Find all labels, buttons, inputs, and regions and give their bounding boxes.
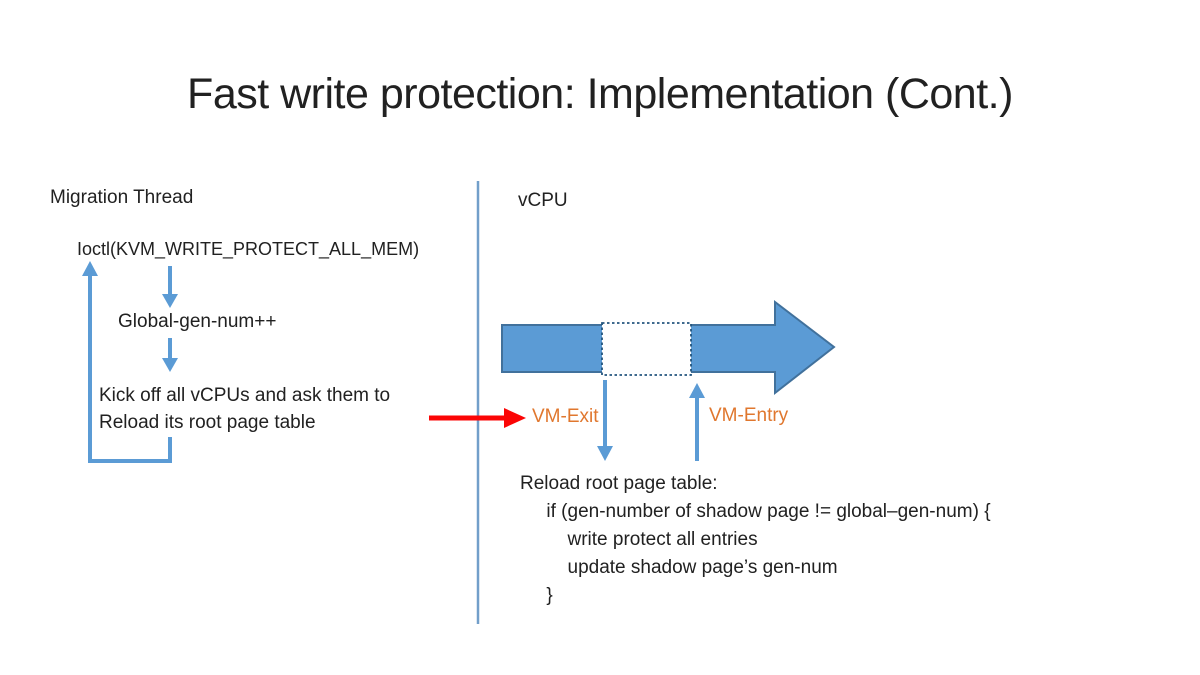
red-pointer-arrow bbox=[429, 408, 526, 428]
ioctl-step: Ioctl(KVM_WRITE_PROTECT_ALL_MEM) bbox=[77, 239, 420, 259]
slide-title: Fast write protection: Implementation (C… bbox=[187, 70, 1013, 118]
down-arrow-1 bbox=[162, 266, 178, 308]
migration-thread-heading: Migration Thread bbox=[50, 187, 194, 208]
reload-code-block: Reload root page table: if (gen-number o… bbox=[520, 470, 991, 610]
code-line: update shadow page’s gen-num bbox=[520, 557, 838, 578]
code-line: write protect all entries bbox=[520, 529, 758, 550]
kick-off-step: Kick off all vCPUs and ask them to Reloa… bbox=[99, 385, 391, 433]
vm-exit-label: VM-Exit bbox=[532, 406, 599, 427]
vm-exit-window-box bbox=[601, 322, 692, 376]
down-arrow-2 bbox=[162, 338, 178, 372]
global-gen-num-step: Global-gen-num++ bbox=[118, 311, 277, 332]
code-line: if (gen-number of shadow page != global–… bbox=[520, 501, 991, 522]
vm-exit-arrow bbox=[597, 380, 613, 461]
vcpu-timeline-arrow bbox=[501, 299, 836, 396]
code-line: } bbox=[520, 585, 553, 606]
vm-entry-label: VM-Entry bbox=[709, 405, 789, 426]
vm-entry-arrow bbox=[689, 383, 705, 461]
code-line: Reload root page table: bbox=[520, 473, 718, 494]
vcpu-heading: vCPU bbox=[518, 190, 568, 211]
